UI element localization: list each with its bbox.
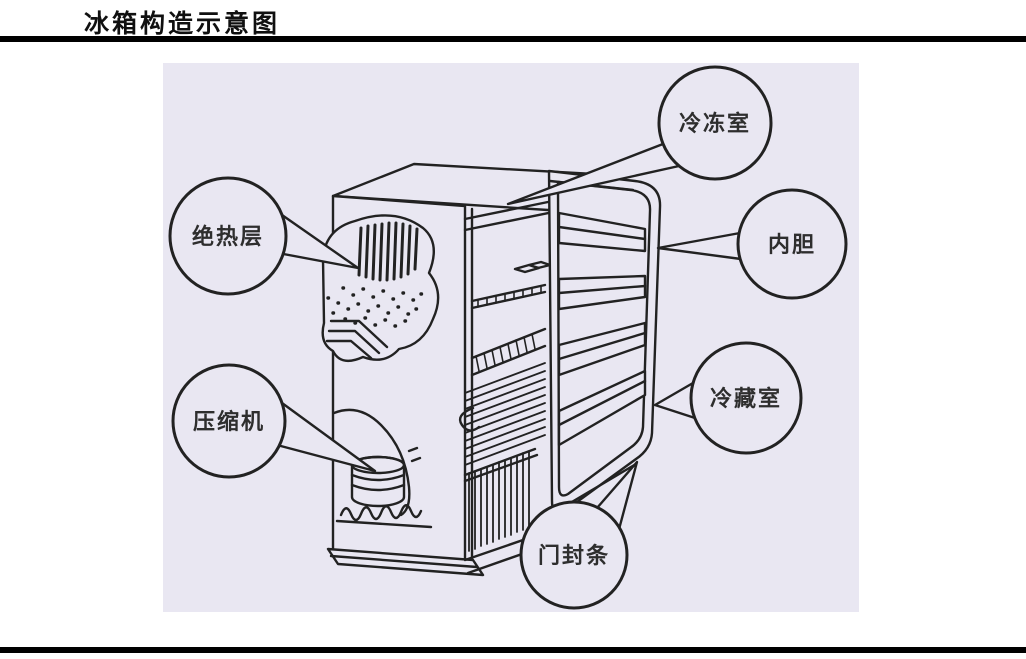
door-bins — [557, 211, 647, 447]
shelf-2 — [470, 327, 547, 377]
callout-insulation — [168, 176, 360, 296]
condenser-coil-drawing — [339, 504, 423, 522]
callout-tail — [653, 381, 697, 420]
label-cold-storage: 冷藏室 — [710, 386, 782, 411]
shelf-1 — [470, 283, 547, 310]
callout-circle — [168, 176, 288, 296]
shelf-2-hatch — [475, 333, 536, 372]
callout-tail — [656, 231, 743, 261]
shelf-item — [513, 260, 552, 274]
bottom-rule — [0, 647, 1026, 653]
label-freezer: 冷冻室 — [679, 111, 751, 136]
callout-circle — [519, 500, 629, 610]
callout-inner-liner — [656, 188, 848, 300]
label-inner-liner: 内胆 — [768, 232, 816, 257]
callout-compressor — [171, 363, 377, 479]
callout-circle — [657, 65, 773, 181]
insulation-stripes — [357, 221, 419, 282]
callout-door-seal — [519, 460, 639, 610]
callout-circle — [171, 363, 287, 479]
callout-tail — [506, 142, 681, 206]
label-compressor: 压缩机 — [193, 409, 265, 434]
shelf-1-hatch — [477, 285, 542, 308]
insulation-foam-dots — [326, 286, 424, 328]
callout-circle — [736, 188, 848, 300]
page-title: 冰箱构造示意图 — [84, 10, 281, 38]
torn-edge — [332, 408, 411, 517]
insulation-cutaway — [321, 214, 440, 363]
callout-freezer — [506, 65, 773, 206]
evaporator-stripes — [468, 450, 530, 552]
callout-circle — [689, 341, 803, 455]
callout-tail — [275, 401, 377, 473]
callout-cold-storage — [653, 341, 803, 455]
door-gasket-line — [556, 180, 652, 497]
refrigerator-diagram: 冷冻室 内胆 冷藏室 门封条 绝热层 压缩机 — [168, 65, 848, 610]
diagram-panel: 冷冻室 内胆 冷藏室 门封条 绝热层 压缩机 — [163, 63, 859, 612]
insulation-layer-lines — [325, 319, 389, 360]
interior-shelves — [458, 260, 552, 552]
label-insulation: 绝热层 — [192, 224, 264, 249]
label-door-seal: 门封条 — [538, 543, 610, 568]
callout-tail — [276, 213, 360, 270]
top-rule — [0, 36, 1026, 42]
wire-rack-hatch — [464, 362, 546, 466]
door-drawing — [547, 169, 662, 514]
